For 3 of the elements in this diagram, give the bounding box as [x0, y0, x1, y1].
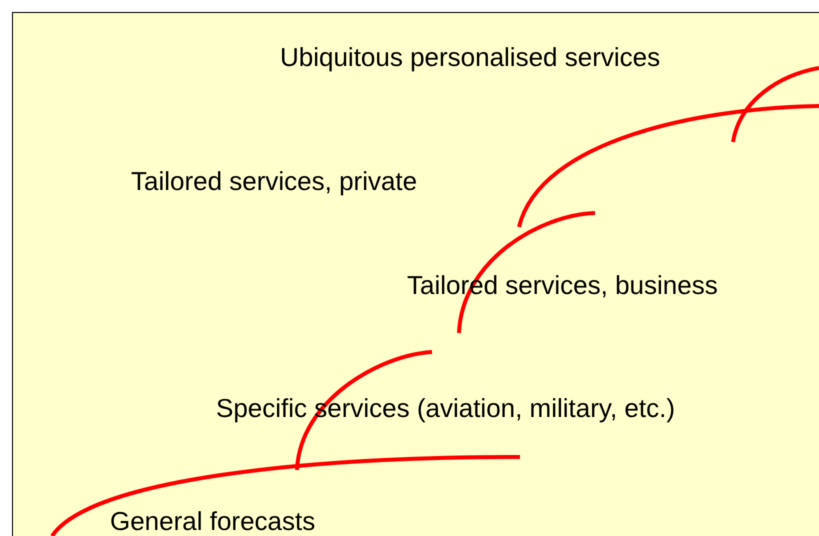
stage-label: Ubiquitous personalised services	[280, 42, 660, 72]
stage-label: Tailored services, private	[131, 166, 418, 196]
stage-label: General forecasts	[110, 506, 316, 536]
